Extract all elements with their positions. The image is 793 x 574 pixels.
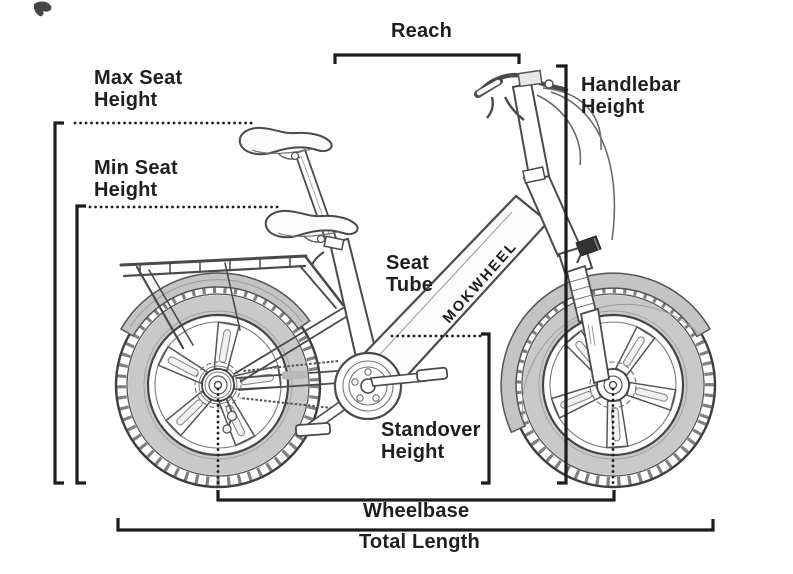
standover-height-bracket: [481, 332, 491, 485]
ink-smudge: [33, 1, 52, 17]
handlebar-assembly: [474, 69, 616, 241]
rear-fender: [119, 272, 311, 338]
saddle-min: [264, 209, 359, 244]
label-handlebar-height: Handlebar Height: [581, 74, 681, 118]
rear-rack: [119, 254, 345, 350]
front-fender: [500, 272, 712, 434]
wheelbase-bracket: [216, 490, 616, 502]
crankset: [294, 351, 449, 437]
label-wheelbase: Wheelbase: [363, 500, 470, 522]
label-max-seat-height: Max Seat Height: [94, 67, 183, 111]
measurement-lines: [53, 53, 715, 532]
reach-bracket: [333, 53, 521, 64]
label-total-length: Total Length: [359, 531, 480, 553]
min-seat-height-bracket: [75, 204, 86, 485]
saddle-max: [238, 126, 333, 161]
label-reach-text: Reach: [391, 20, 453, 42]
max-seat-height-bracket: [53, 121, 64, 485]
handlebar-height-line: [556, 64, 568, 485]
label-standover-height: Standover Height: [381, 419, 481, 463]
headlight: [575, 235, 602, 264]
label-min-seat-height: Min Seat Height: [94, 157, 178, 201]
seatpost: [293, 148, 345, 266]
total-length-bracket: [116, 518, 715, 532]
label-seat-tube: Seat Tube: [386, 252, 434, 296]
label-reach: Reach: [391, 20, 452, 42]
